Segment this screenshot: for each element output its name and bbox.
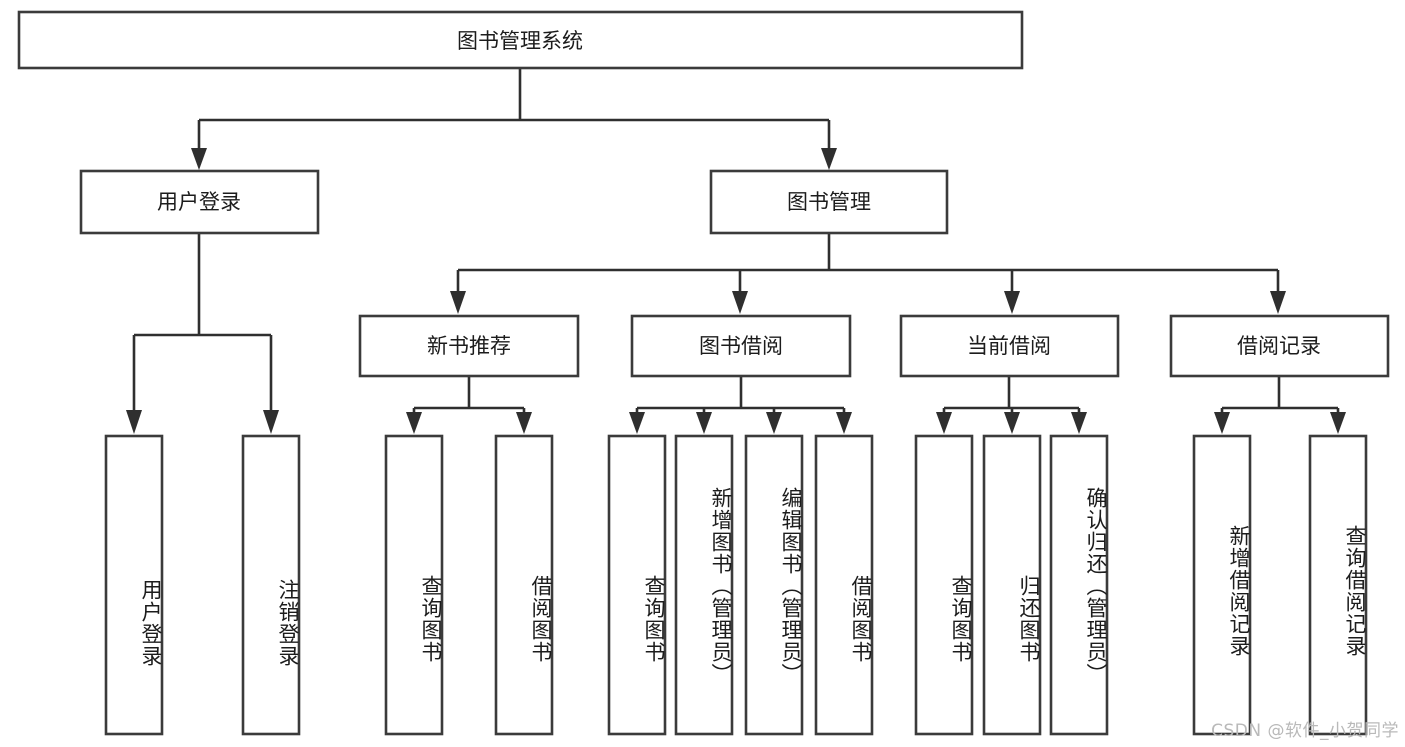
leaf-box-cb-return[interactable]: [982, 434, 1042, 736]
node-book-borrow-box[interactable]: [630, 314, 852, 378]
leaf-box-br-add[interactable]: [1192, 434, 1252, 736]
arrow-leaf-cb-confirm: [1071, 412, 1087, 434]
arrow-leaf-logout: [263, 410, 279, 434]
leaf-box-bb-query[interactable]: [607, 434, 667, 736]
arrow-leaf-bb-borrow: [836, 412, 852, 434]
node-current-borrow-box[interactable]: [899, 314, 1120, 378]
arrow-to-user-login: [191, 148, 207, 170]
arrow-leaf-cb-return: [1004, 412, 1020, 434]
arrow-to-new-book: [450, 291, 466, 314]
arrow-to-current-borrow: [1004, 291, 1020, 314]
arrow-leaf-br-query: [1330, 412, 1346, 434]
leaf-box-user-login[interactable]: [104, 434, 164, 736]
node-current-borrow-label: 当前借阅: [967, 334, 1051, 358]
leaf-box-nb-query[interactable]: [384, 434, 444, 736]
node-new-book-box[interactable]: [358, 314, 580, 378]
arrow-leaf-nb-borrow: [516, 412, 532, 434]
leaf-box-logout[interactable]: [241, 434, 301, 736]
leaf-box-bb-edit[interactable]: [744, 434, 804, 736]
arrow-leaf-bb-edit: [766, 412, 782, 434]
arrow-leaf-user-login: [126, 410, 142, 434]
arrow-leaf-nb-query: [406, 412, 422, 434]
leaf-box-cb-confirm[interactable]: [1049, 434, 1109, 736]
node-borrow-record-box[interactable]: [1169, 314, 1390, 378]
leaf-box-cb-query[interactable]: [914, 434, 974, 736]
node-book-mgmt-box[interactable]: [709, 169, 949, 235]
node-user-login-box[interactable]: [79, 169, 320, 235]
leaf-box-bb-borrow[interactable]: [814, 434, 874, 736]
arrow-leaf-bb-query: [629, 412, 645, 434]
leaf-box-bb-add[interactable]: [674, 434, 734, 736]
arrow-to-book-borrow: [732, 291, 748, 314]
arrow-leaf-br-add: [1214, 412, 1230, 434]
csdn-watermark: CSDN @软件_小贺同学: [1211, 721, 1399, 741]
node-new-book-label: 新书推荐: [427, 334, 511, 358]
arrow-leaf-cb-query: [936, 412, 952, 434]
arrow-leaf-bb-add: [696, 412, 712, 434]
leaf-box-nb-borrow[interactable]: [494, 434, 554, 736]
node-user-login-label: 用户登录: [157, 190, 241, 214]
edges-group: [126, 69, 1346, 434]
arrow-to-book-mgmt: [821, 148, 837, 170]
node-borrow-record-label: 借阅记录: [1237, 334, 1321, 358]
nodes-group: 图书管理系统 用户登录 图书管理 新书推荐 图书借阅 当前借阅 借阅记录: [17, 10, 1390, 736]
node-root-box[interactable]: [17, 10, 1024, 70]
arrow-to-borrow-record: [1270, 291, 1286, 314]
node-book-borrow-label: 图书借阅: [699, 334, 783, 358]
node-root-label: 图书管理系统: [457, 29, 583, 53]
node-book-mgmt-label: 图书管理: [787, 190, 871, 214]
leaf-box-br-query[interactable]: [1308, 434, 1368, 736]
